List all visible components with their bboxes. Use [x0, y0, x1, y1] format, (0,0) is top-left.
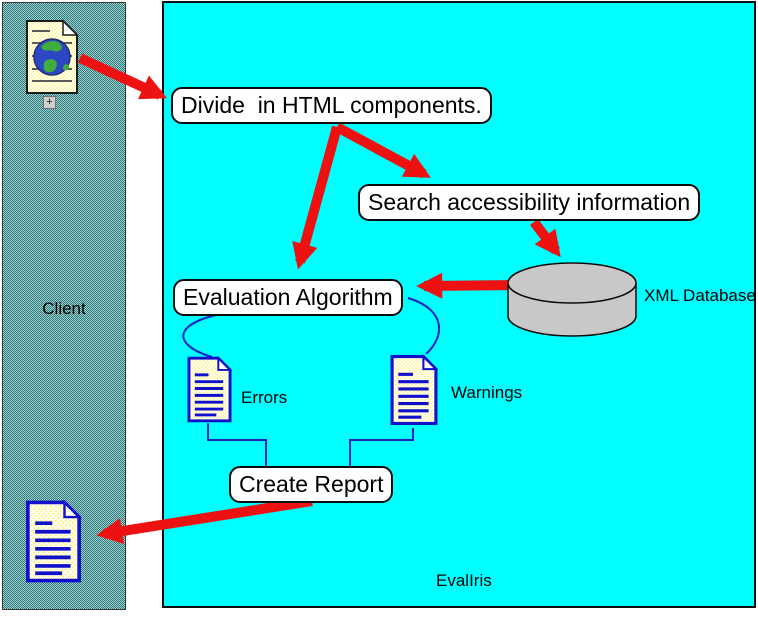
client-panel: [2, 2, 126, 610]
warnings-label: Warnings: [451, 383, 523, 402]
evaluation-step-box: Evaluation Algorithm: [173, 279, 403, 316]
create-report-step-box: Create Report: [229, 466, 394, 503]
divide-step-box: Divide in HTML components.: [171, 87, 492, 124]
globe-icon: [33, 38, 71, 76]
evaliris-title: EvalIris: [436, 571, 492, 590]
search-step-box: Search accessibility information: [358, 184, 701, 221]
warnings-document-icon: [390, 352, 439, 433]
client-panel-label: Client: [42, 299, 86, 318]
zoom-plus-icon: +: [43, 96, 56, 109]
report-document-icon: [25, 499, 83, 588]
html-page-icon: [24, 19, 80, 100]
errors-document-icon: [187, 355, 233, 428]
errors-label: Errors: [241, 388, 288, 407]
xml-database-label: XML Database: [644, 286, 756, 305]
